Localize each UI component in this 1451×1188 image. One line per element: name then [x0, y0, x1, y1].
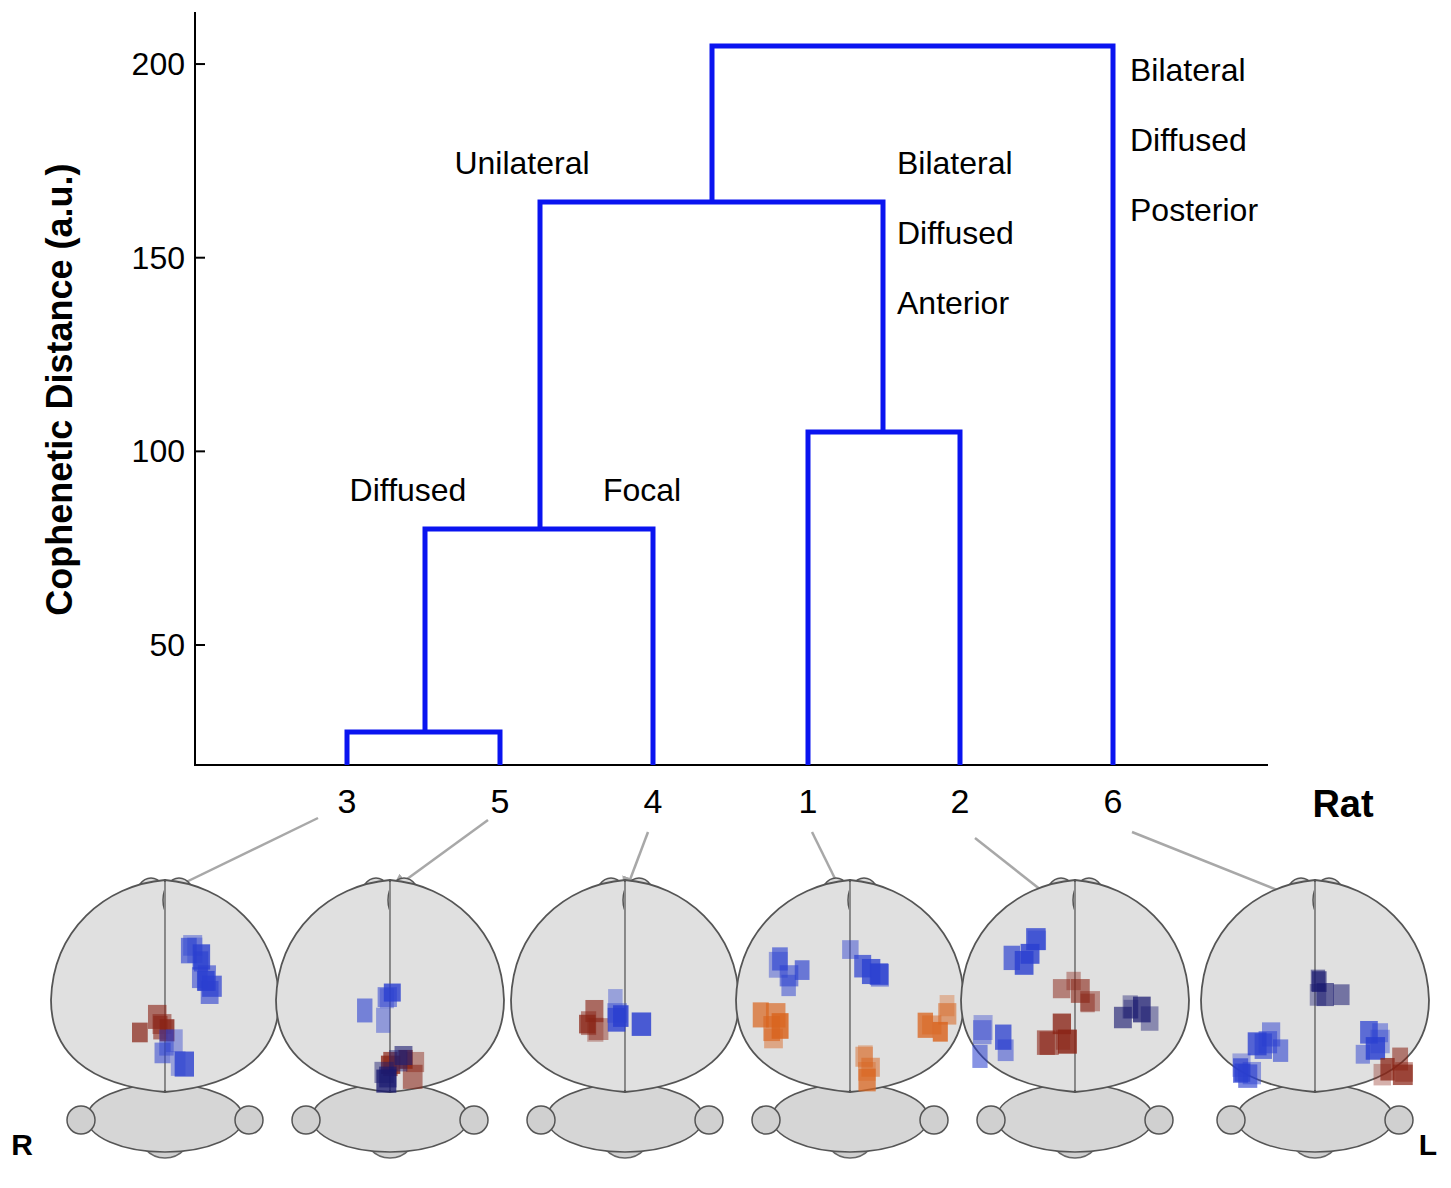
- cluster-label: Bilateral Diffused Posterior: [1130, 35, 1258, 245]
- cluster-label: Unilateral: [454, 144, 589, 182]
- axis-tick: [195, 257, 205, 259]
- side-label: R: [11, 1127, 33, 1163]
- tick-label: 50: [149, 626, 185, 664]
- tick-label: 150: [132, 239, 185, 277]
- leaf-label: 3: [338, 781, 357, 822]
- dendrogram-branch: [347, 732, 500, 765]
- leaf-label: 6: [1104, 781, 1123, 822]
- axis-tick: [195, 644, 205, 646]
- cluster-label: Bilateral Diffused Anterior: [897, 128, 1014, 338]
- leaf-label: 4: [644, 781, 663, 822]
- brain-image: [1201, 878, 1429, 1158]
- dendrogram-branch: [808, 432, 960, 765]
- dendrogram-branch: [712, 46, 1113, 765]
- leaf-label: 1: [799, 781, 818, 822]
- tick-label: 100: [132, 432, 185, 470]
- side-label: L: [1419, 1127, 1437, 1163]
- axis-tick: [195, 63, 205, 65]
- dendrogram-branch: [540, 202, 883, 529]
- tick-label: 200: [132, 45, 185, 83]
- axis-tick: [195, 450, 205, 452]
- brain-image: [961, 878, 1189, 1158]
- axis-title: Rat: [1312, 782, 1373, 828]
- cluster-label: Focal: [603, 471, 681, 509]
- dendrogram-branch: [425, 529, 653, 765]
- leaf-label: 5: [491, 781, 510, 822]
- axis-line: [195, 12, 1268, 765]
- cluster-label: Diffused: [350, 471, 467, 509]
- axes: [195, 12, 1268, 765]
- brain-image: [511, 878, 739, 1158]
- brain-image: [736, 878, 964, 1158]
- axis-title: Cophenetic Distance (a.u.): [38, 164, 81, 616]
- brain-image: [51, 878, 279, 1158]
- leaf-label: 2: [951, 781, 970, 822]
- brain-image: [276, 878, 504, 1158]
